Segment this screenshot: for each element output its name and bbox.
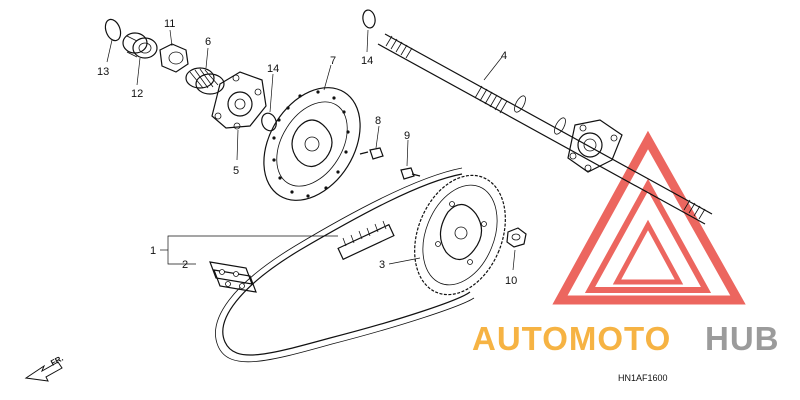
bolt-8	[359, 147, 384, 160]
callout-5: 5	[233, 165, 239, 177]
watermark-text-left: AUTOMOTO	[472, 320, 671, 357]
direction-label: FR.	[49, 354, 65, 368]
callout-labels: 13 12 11 6 5 14 7 8 9 14 4 1 2 3 10	[97, 18, 517, 287]
front-direction-arrow-icon: FR.	[24, 354, 65, 382]
watermark-logo	[552, 130, 746, 305]
diagram-code: HN1AF1600	[618, 373, 668, 383]
callout-7: 7	[330, 55, 336, 67]
callout-1: 1	[150, 245, 156, 257]
rear-axle	[377, 33, 713, 225]
callout-13: 13	[97, 66, 109, 78]
snap-ring-upper	[362, 9, 376, 29]
callout-12: 12	[131, 88, 143, 100]
callout-6: 6	[205, 36, 211, 48]
nut-10	[506, 227, 527, 248]
callout-4: 4	[501, 50, 507, 62]
callout-11: 11	[164, 18, 175, 30]
watermark-text-right: HUB	[705, 320, 780, 357]
leader-lines	[106, 29, 516, 271]
callout-2: 2	[182, 259, 188, 271]
drive-chain	[215, 167, 475, 363]
callout-3: 3	[379, 259, 385, 271]
driven-sprocket	[414, 174, 506, 296]
master-link	[209, 261, 257, 293]
bearing-holder-assembly	[104, 18, 277, 132]
watermark-wordmark: AUTOMOTO HUB	[472, 320, 780, 357]
callout-8: 8	[375, 115, 381, 127]
brake-disc	[263, 87, 361, 201]
bolt-9	[400, 167, 421, 180]
callout-10: 10	[505, 275, 517, 287]
callout-14-right: 14	[361, 55, 373, 67]
callout-9: 9	[404, 130, 410, 142]
callout-14-left: 14	[267, 63, 279, 75]
